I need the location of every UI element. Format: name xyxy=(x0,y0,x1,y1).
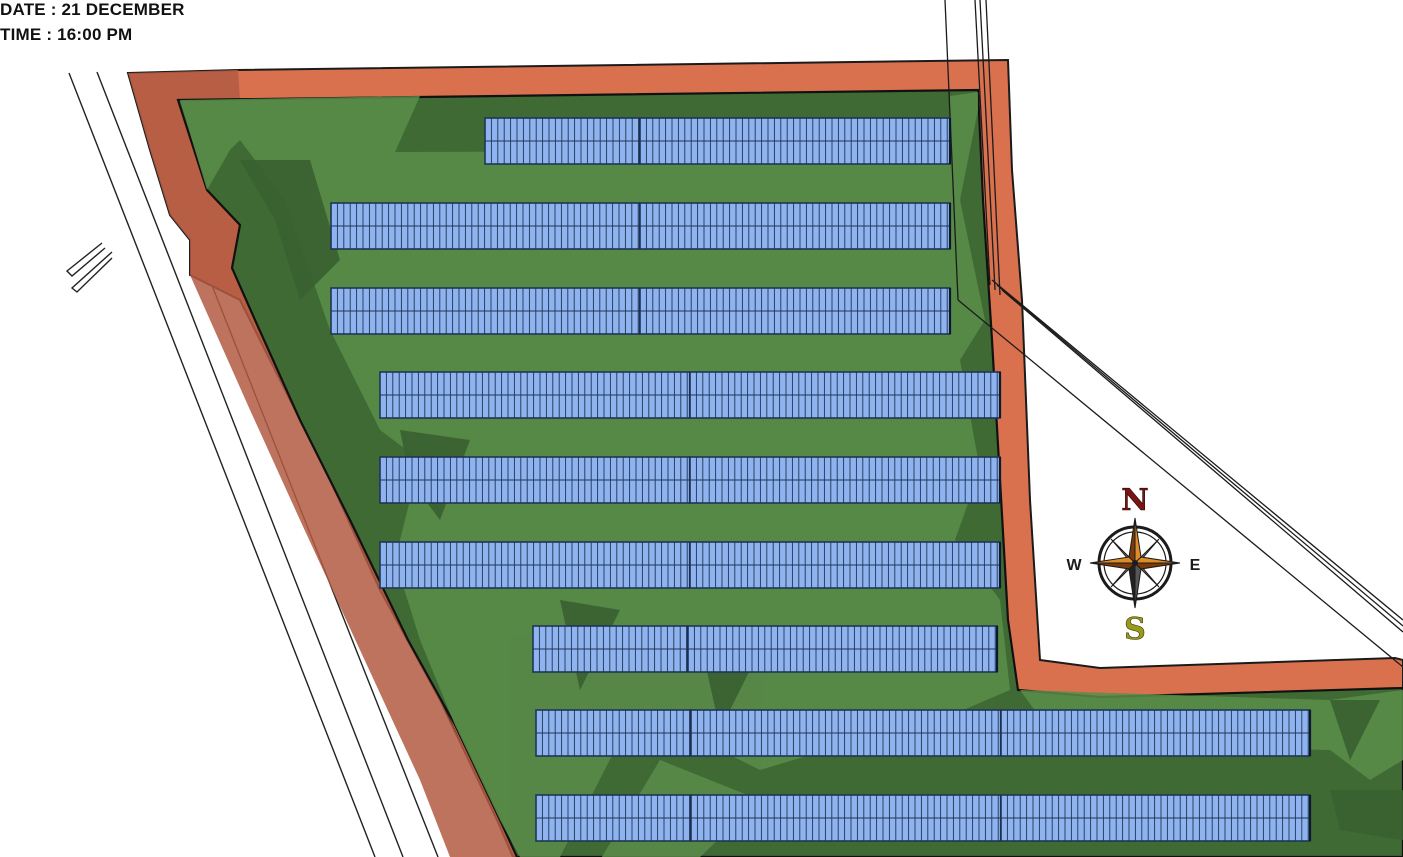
panel-table xyxy=(379,371,692,419)
panel-row xyxy=(535,709,1312,757)
boundary-shadow xyxy=(128,70,520,857)
panel-table xyxy=(690,709,1003,757)
panel-row xyxy=(535,794,1312,842)
date-label: DATE : 21 DECEMBER xyxy=(0,0,185,19)
panel-table xyxy=(535,794,693,842)
panel-row xyxy=(484,117,952,165)
panel-table xyxy=(689,541,1002,589)
panel-table xyxy=(330,287,642,335)
compass-east: E xyxy=(1190,557,1201,574)
panel-table xyxy=(379,541,692,589)
panel-row xyxy=(532,625,999,673)
panel-table xyxy=(639,202,952,250)
panel-table xyxy=(484,117,642,165)
panel-table xyxy=(330,202,642,250)
compass-south: S xyxy=(1124,612,1146,647)
panel-row xyxy=(330,202,952,250)
panel-table xyxy=(687,625,999,673)
panel-row xyxy=(330,287,952,335)
panel-table xyxy=(690,794,1003,842)
time-label: TIME : 16:00 PM xyxy=(0,25,133,44)
panel-table xyxy=(689,371,1002,419)
panel-table xyxy=(532,625,690,673)
panel-row xyxy=(379,456,1002,504)
solar-panel-rows xyxy=(330,117,1312,842)
compass-west: W xyxy=(1066,557,1082,574)
panel-table xyxy=(639,117,952,165)
panel-table xyxy=(535,709,693,757)
utility-lines xyxy=(944,0,1403,668)
compass-north: N xyxy=(1121,483,1148,518)
panel-table xyxy=(379,456,692,504)
panel-table xyxy=(639,287,952,335)
panel-table xyxy=(689,456,1002,504)
marker-symbol xyxy=(65,242,113,293)
panel-row xyxy=(379,371,1002,419)
compass-rose: N S E W xyxy=(1066,483,1201,648)
panel-row xyxy=(379,541,1002,589)
panel-table xyxy=(1000,709,1312,757)
panel-table xyxy=(1000,794,1312,842)
